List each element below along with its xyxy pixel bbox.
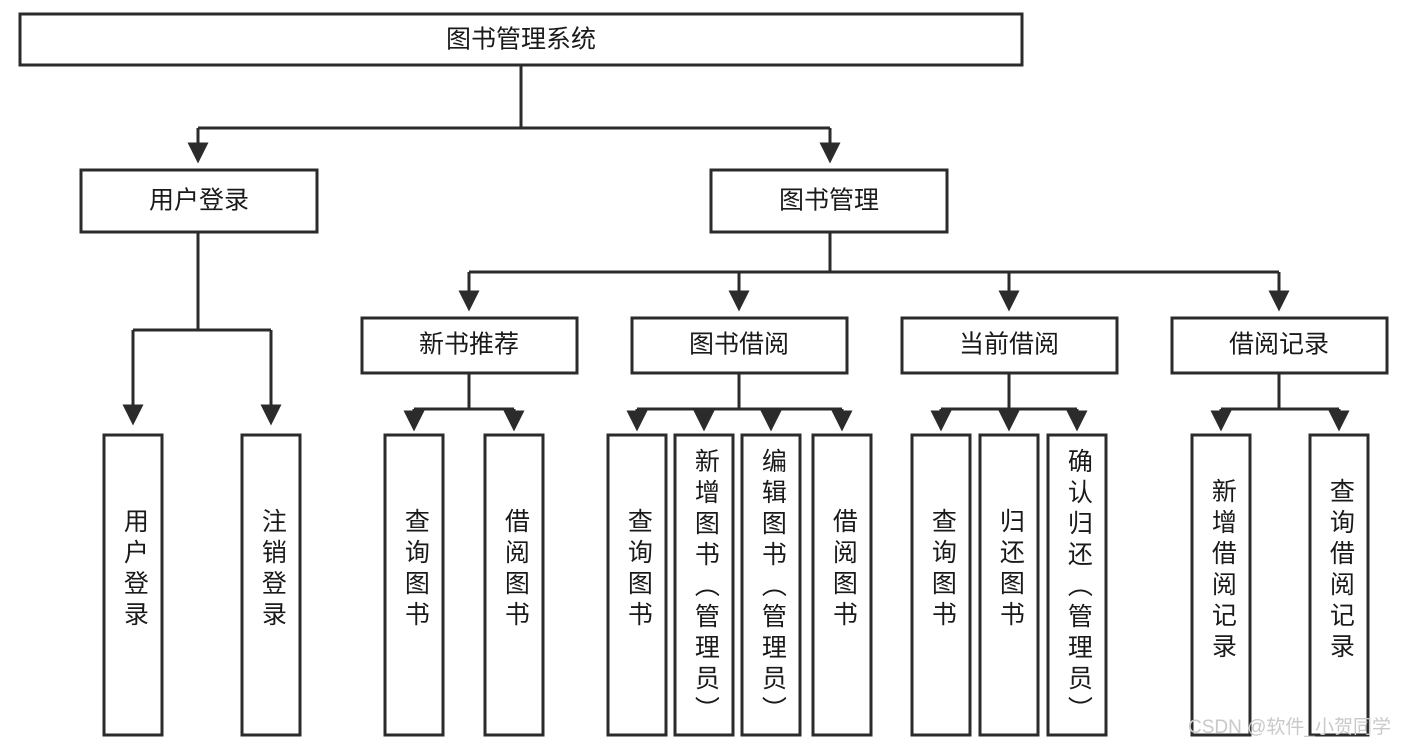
node-leaf-br-add-box[interactable] xyxy=(1190,433,1252,737)
node-new-book-rec-label: 新书推荐 xyxy=(419,331,519,359)
node-new-book-rec[interactable]: 新书推荐 xyxy=(360,316,579,375)
node-leaf-bb-edit-label: 编辑图书（管理员） xyxy=(758,448,787,727)
node-leaf-cb-query-label: 查询图书 xyxy=(928,508,957,632)
node-leaf-bb-add-label: 新增图书（管理员） xyxy=(691,448,720,727)
node-leaf-bb-query-box[interactable] xyxy=(606,433,668,737)
node-leaf-user-login[interactable]: 用户登录 xyxy=(102,433,164,737)
node-current-borrow-label: 当前借阅 xyxy=(959,331,1059,359)
node-leaf-br-query-box[interactable] xyxy=(1308,433,1370,737)
csdn-watermark: CSDN @软件_小贺同学 xyxy=(1188,717,1391,738)
node-leaf-logout[interactable]: 注销登录 xyxy=(240,433,302,737)
node-leaf-user-login-box[interactable] xyxy=(102,433,164,737)
node-leaf-br-add-label: 新增借阅记录 xyxy=(1208,478,1237,664)
node-leaf-bb-add[interactable]: 新增图书（管理员） xyxy=(673,433,735,737)
node-book-manage-label: 图书管理 xyxy=(779,187,879,215)
node-leaf-bb-query[interactable]: 查询图书 xyxy=(606,433,668,737)
node-leaf-rec-borrow-box[interactable] xyxy=(483,433,545,737)
node-root-label: 图书管理系统 xyxy=(446,26,596,54)
node-leaf-cb-return[interactable]: 归还图书 xyxy=(978,433,1040,737)
node-borrow-record-box[interactable] xyxy=(1170,316,1389,375)
edge-layer xyxy=(122,65,1350,432)
node-leaf-bb-add-box[interactable] xyxy=(673,433,735,737)
node-leaf-cb-return-box[interactable] xyxy=(978,433,1040,737)
node-leaf-cb-query-box[interactable] xyxy=(910,433,972,737)
node-leaf-cb-query[interactable]: 查询图书 xyxy=(910,433,972,737)
node-leaf-cb-confirm[interactable]: 确认归还（管理员） xyxy=(1046,433,1108,737)
node-leaf-logout-box[interactable] xyxy=(240,433,302,737)
node-current-borrow-box[interactable] xyxy=(900,316,1119,375)
node-leaf-cb-confirm-label: 确认归还（管理员） xyxy=(1064,448,1093,727)
node-leaf-bb-borrow[interactable]: 借阅图书 xyxy=(811,433,873,737)
node-leaf-bb-borrow-label: 借阅图书 xyxy=(829,508,858,632)
node-book-manage[interactable]: 图书管理 xyxy=(709,168,949,234)
node-layer: 图书管理系统 用户登录 图书管理 新书推荐 图书借阅 xyxy=(18,12,1389,737)
node-root-box[interactable] xyxy=(18,12,1024,67)
node-borrow-record[interactable]: 借阅记录 xyxy=(1170,316,1389,375)
node-leaf-br-query-label: 查询借阅记录 xyxy=(1326,478,1355,664)
node-new-book-rec-box[interactable] xyxy=(360,316,579,375)
node-leaf-bb-edit-box[interactable] xyxy=(740,433,802,737)
node-user-login-box[interactable] xyxy=(79,168,319,234)
node-leaf-logout-label: 注销登录 xyxy=(258,508,287,632)
node-leaf-rec-query-box[interactable] xyxy=(383,433,445,737)
node-leaf-cb-confirm-box[interactable] xyxy=(1046,433,1108,737)
node-book-borrow-box[interactable] xyxy=(630,316,849,375)
node-leaf-rec-borrow[interactable]: 借阅图书 xyxy=(483,433,545,737)
node-book-manage-box[interactable] xyxy=(709,168,949,234)
node-leaf-cb-return-label: 归还图书 xyxy=(996,508,1025,632)
node-borrow-record-label: 借阅记录 xyxy=(1229,331,1329,359)
node-leaf-rec-query[interactable]: 查询图书 xyxy=(383,433,445,737)
node-current-borrow[interactable]: 当前借阅 xyxy=(900,316,1119,375)
node-leaf-br-add[interactable]: 新增借阅记录 xyxy=(1190,433,1252,737)
node-leaf-br-query[interactable]: 查询借阅记录 xyxy=(1308,433,1370,737)
node-user-login[interactable]: 用户登录 xyxy=(79,168,319,234)
node-leaf-rec-query-label: 查询图书 xyxy=(401,508,430,632)
node-leaf-rec-borrow-label: 借阅图书 xyxy=(501,508,530,632)
node-book-borrow-label: 图书借阅 xyxy=(689,331,789,359)
node-leaf-user-login-label: 用户登录 xyxy=(120,508,149,632)
node-book-borrow[interactable]: 图书借阅 xyxy=(630,316,849,375)
node-root[interactable]: 图书管理系统 xyxy=(18,12,1024,67)
node-leaf-bb-query-label: 查询图书 xyxy=(624,508,653,632)
node-leaf-bb-borrow-box[interactable] xyxy=(811,433,873,737)
node-leaf-bb-edit[interactable]: 编辑图书（管理员） xyxy=(740,433,802,737)
node-user-login-label: 用户登录 xyxy=(149,187,249,215)
